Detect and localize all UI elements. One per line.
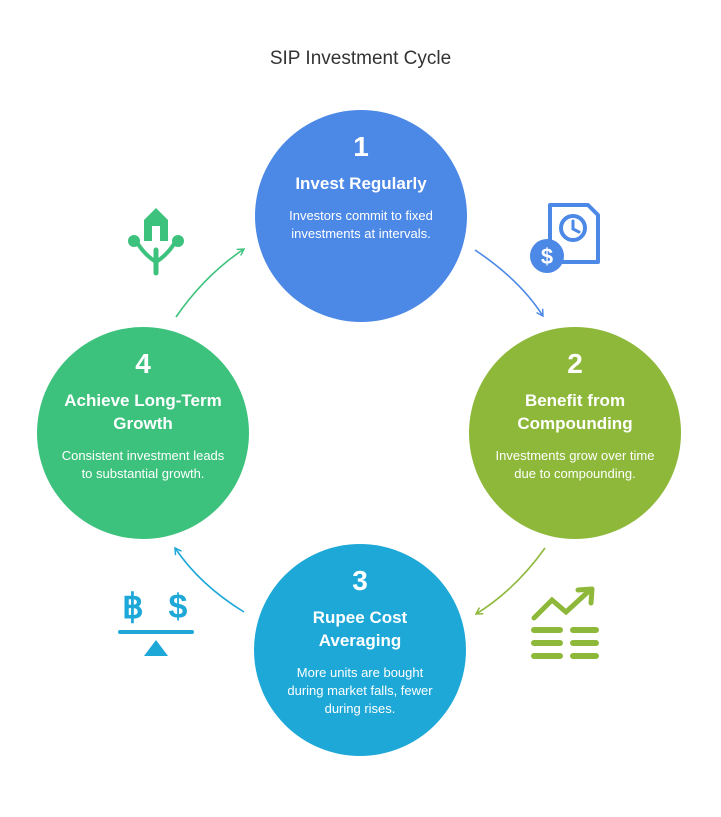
step-4-circle: 4 Achieve Long-Term Growth Consistent in… (37, 327, 249, 539)
step-1-heading: Invest Regularly (295, 174, 427, 193)
step-2-description: Investments grow over time due to compou… (495, 448, 655, 481)
step-2-heading: Benefit from Compounding (517, 391, 633, 433)
plant-house-icon (128, 208, 184, 276)
step-1-circle: 1 Invest Regularly Investors commit to f… (255, 110, 467, 322)
arrow-step4-to-step1 (175, 248, 246, 318)
currency-balance-icon: ฿ $ (118, 588, 194, 656)
step-4-heading: Achieve Long-Term Growth (64, 391, 222, 433)
step-4-number: 4 (135, 348, 151, 379)
diagram-title: SIP Investment Cycle (269, 48, 452, 69)
step-1-number: 1 (353, 131, 369, 162)
svg-text:฿: ฿ (122, 588, 144, 626)
svg-text:$: $ (169, 588, 188, 626)
step-3-number: 3 (352, 565, 368, 596)
arrow-step1-to-step2 (474, 249, 544, 318)
arrow-step2-to-step3 (474, 547, 546, 615)
document-clock-dollar-icon: $ (530, 203, 600, 273)
step-4-description: Consistent investment leads to substanti… (61, 448, 225, 481)
step-1-description: Investors commit to fixed investments at… (289, 208, 433, 241)
step-3-description: More units are bought during market fall… (287, 665, 433, 716)
step-3-heading: Rupee Cost Averaging (312, 608, 408, 650)
svg-text:$: $ (541, 244, 553, 269)
step-2-number: 2 (567, 348, 583, 379)
step-3-circle: 3 Rupee Cost Averaging More units are bo… (254, 544, 466, 756)
arrow-step3-to-step4 (174, 546, 245, 613)
growth-chart-icon (531, 586, 599, 659)
step-2-circle: 2 Benefit from Compounding Investments g… (469, 327, 681, 539)
